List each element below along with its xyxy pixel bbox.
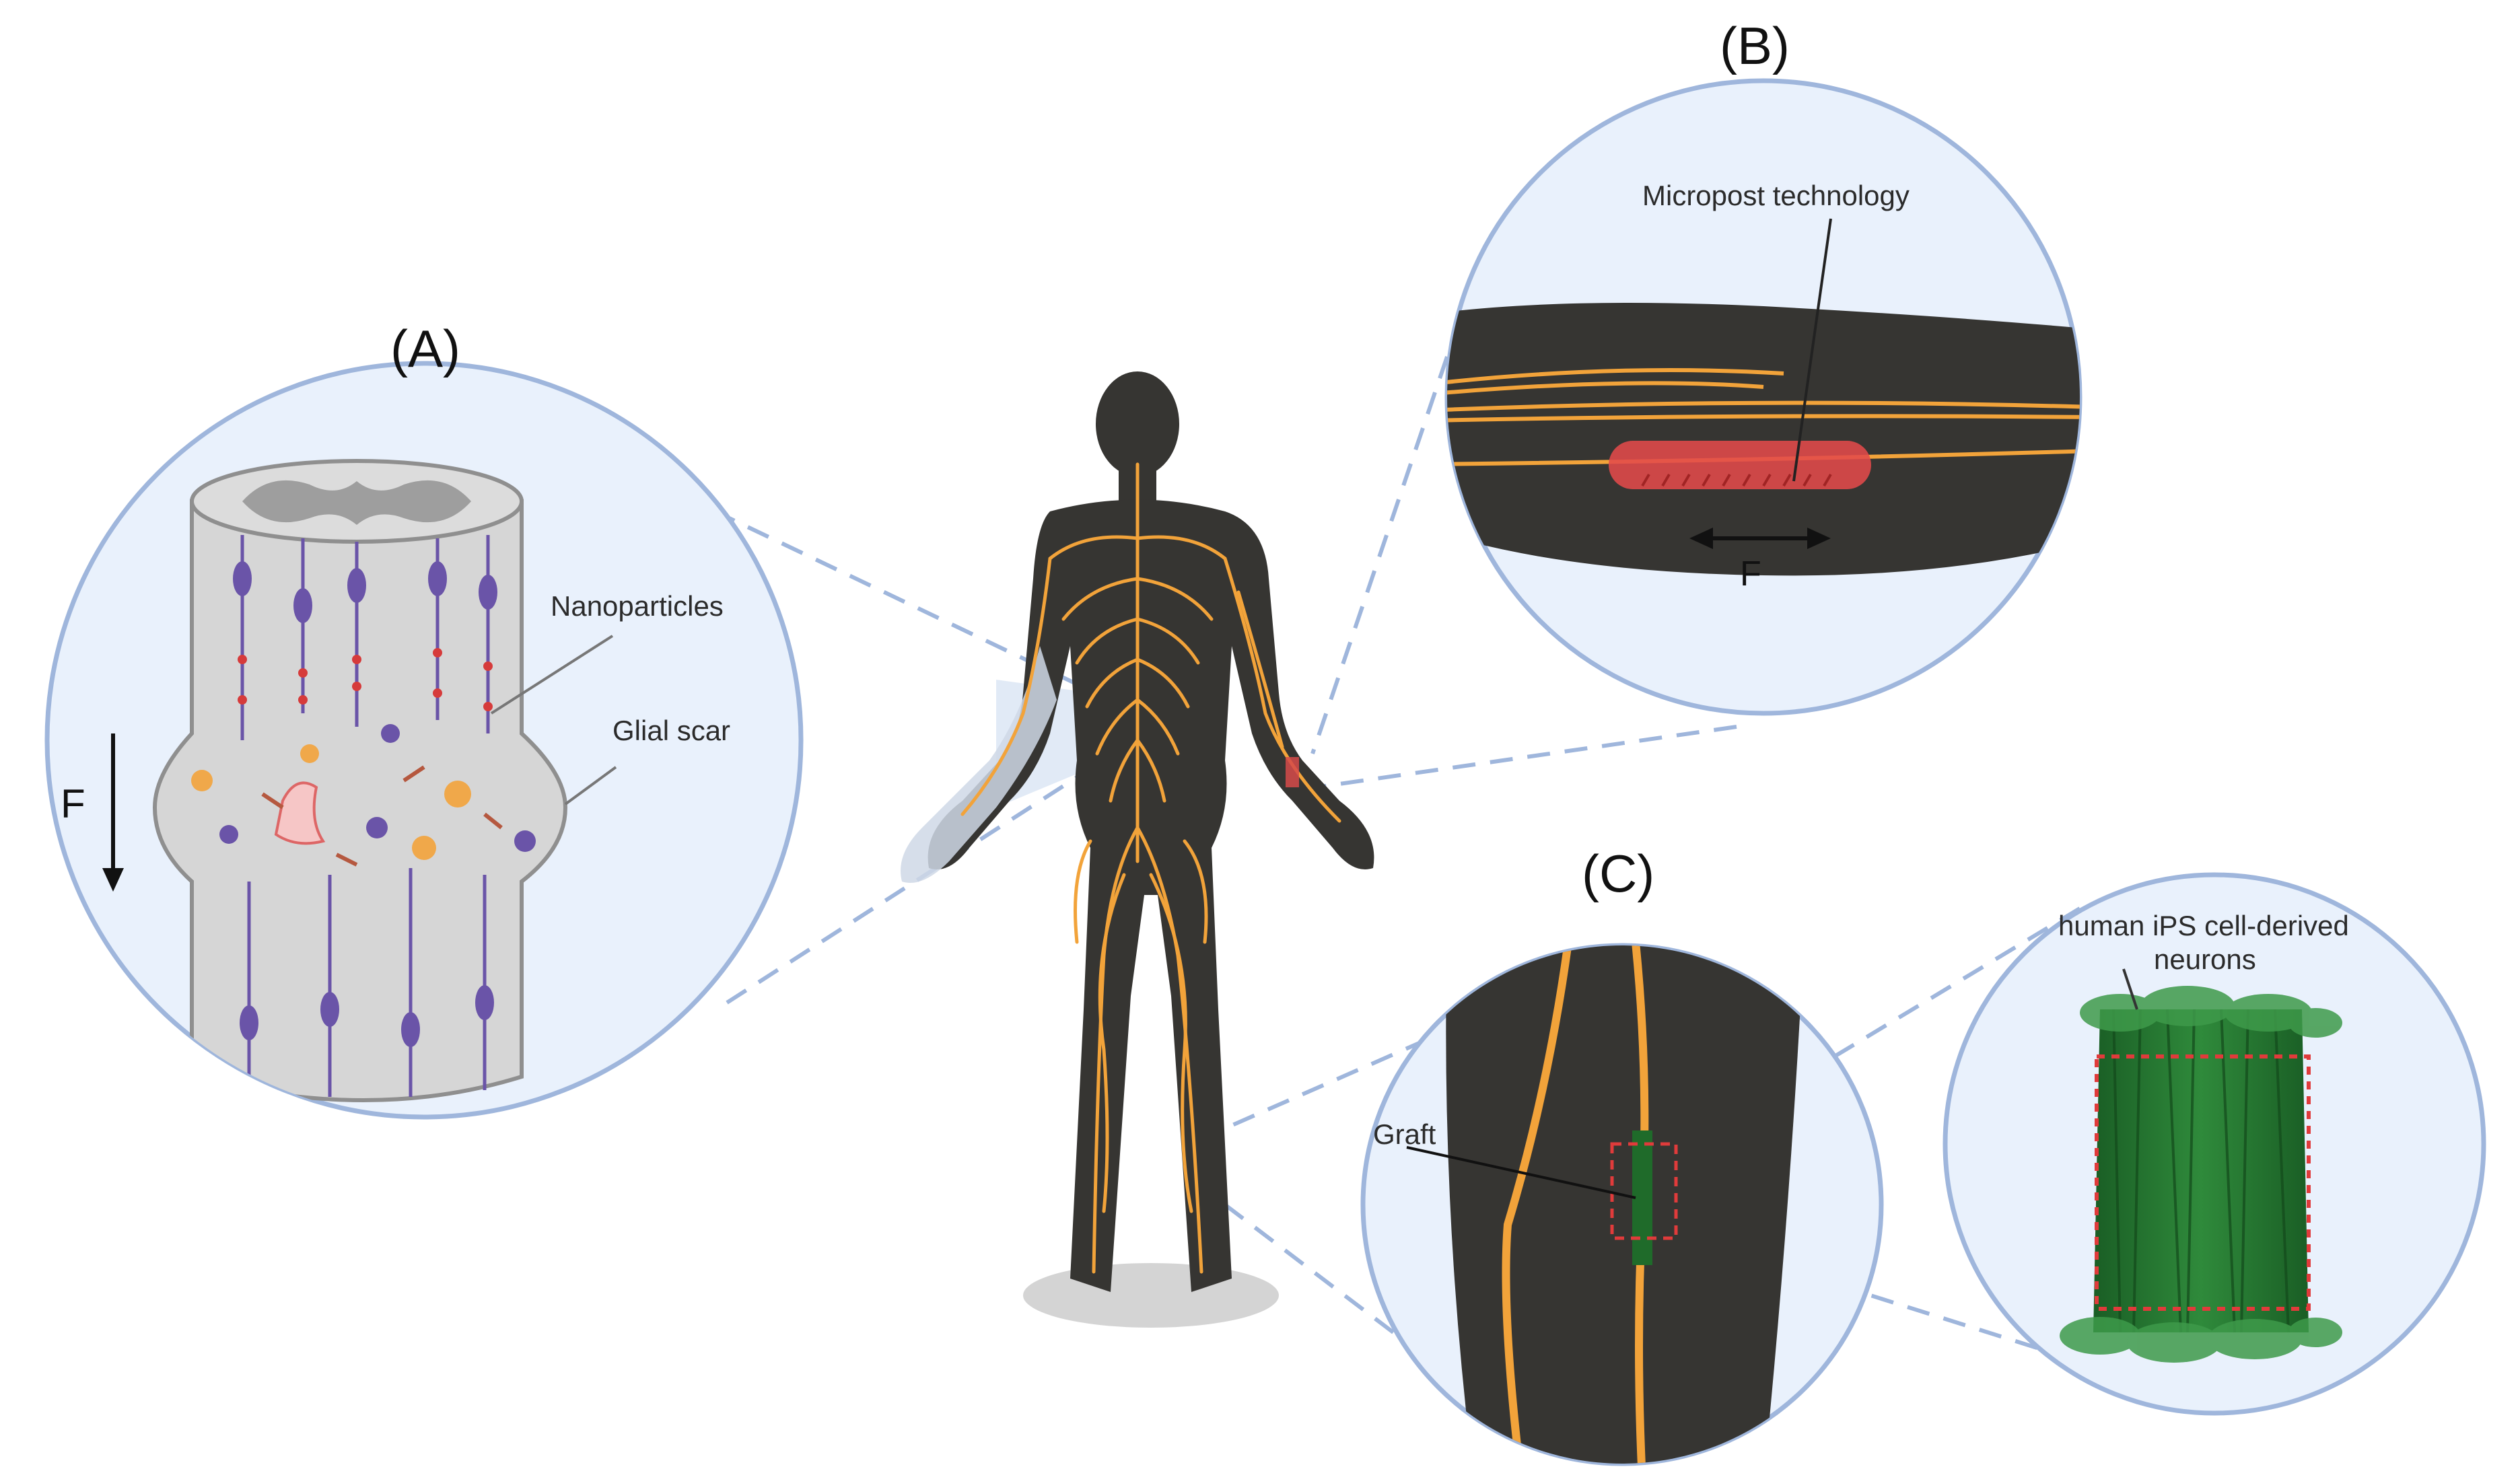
- arm-ghost: [901, 646, 1057, 883]
- panel-b: Micropost technology F (B): [1444, 16, 2082, 716]
- panel-label-b: (B): [1720, 16, 1790, 75]
- graft-label: Graft: [1373, 1118, 1436, 1150]
- graft-leader: [1406, 1146, 1636, 1199]
- force-label-a: F: [61, 781, 85, 826]
- ips-leader: [2122, 968, 2138, 1010]
- panel-label-a: (A): [390, 319, 460, 378]
- force-label-b: F: [1740, 554, 1761, 594]
- ips-label-line1: human iPS cell-derived: [2058, 910, 2349, 941]
- nervous-system: [960, 462, 1341, 1274]
- micropost-icon: [1609, 441, 1871, 489]
- spinal-cord-icon: [152, 459, 568, 1102]
- panel-c-graft: Graft (C): [1360, 844, 1884, 1466]
- neuron-bundle-icon: [2060, 986, 2342, 1363]
- force-arrow-b: [1689, 528, 1831, 549]
- graft-icon: [1446, 945, 1804, 1464]
- nanoparticles-leader: [490, 635, 614, 715]
- panel-label-c: (C): [1582, 844, 1654, 903]
- nanoparticles-label: Nanoparticles: [551, 590, 724, 622]
- ips-label-line2: neurons: [2154, 943, 2256, 975]
- human-body-icon: [901, 371, 1374, 1328]
- body-shadow: [1023, 1263, 1279, 1328]
- wrist-marker: [1286, 757, 1299, 787]
- glial-scar-label: Glial scar: [612, 715, 730, 746]
- nerve-bundle-icon: [1447, 303, 2080, 576]
- panel-a: Nanoparticles Glial scar F (A): [44, 319, 804, 1120]
- micropost-leader: [1792, 218, 1832, 482]
- force-arrow-a: [102, 733, 124, 892]
- micropost-label: Micropost technology: [1642, 180, 1910, 211]
- glial-cells: [191, 724, 536, 867]
- panel-c-neurons: human iPS cell-derived neurons: [1943, 872, 2486, 1416]
- glial-scar-leader: [564, 766, 617, 805]
